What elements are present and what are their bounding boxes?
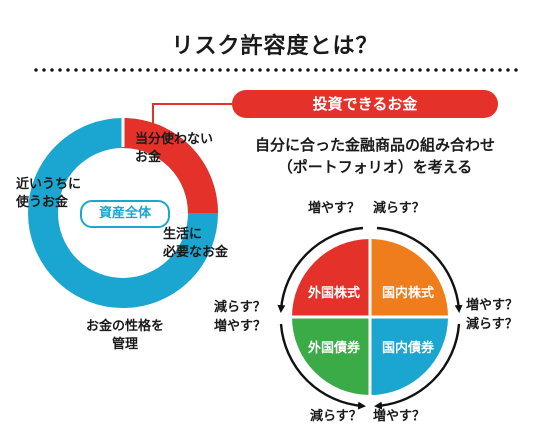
portfolio-lead-text: 自分に合った金融商品の組み合わせ （ポートフォリオ）を考える [254, 136, 495, 176]
label-long-term-money: 当分使わない お金 [135, 132, 214, 165]
donut-caption: お金の性格を 管理 [85, 319, 164, 352]
arrow-label-bottom-left: 減らす？ [310, 409, 362, 424]
donut-segment-red [122, 118, 218, 214]
quadrant-label-foreign-bonds: 外国債券 [307, 341, 360, 356]
arrow-label-top-right: 減らす？ [373, 201, 425, 216]
quadrant-label-domestic-bonds: 国内債券 [381, 341, 434, 356]
donut-center-label: 資産全体 [80, 200, 170, 228]
arrow-label-left-top: 減らす？ [214, 300, 266, 315]
rebalance-arrows [277, 226, 463, 410]
quadrant-domestic-bonds [370, 317, 448, 395]
arrow-label-top-left: 増やす？ [308, 201, 361, 216]
arrow-label-left-bottom: 増やす？ [214, 319, 267, 334]
quadrant-label-foreign-stocks: 外国株式 [307, 286, 360, 301]
dotted-divider [32, 68, 522, 72]
quadrant-foreign-bonds [292, 317, 370, 395]
quadrant-label-domestic-stocks: 国内株式 [381, 286, 434, 301]
investable-money-badge: 投資できるお金 [232, 90, 498, 118]
badge-connector-line [152, 103, 232, 138]
quadrant-foreign-stocks [292, 239, 370, 317]
quadrant-domestic-stocks [370, 239, 448, 317]
portfolio-circle [292, 239, 448, 395]
arrow-label-right-bottom: 減らす？ [466, 317, 518, 332]
page-title: リスク許容度とは？ [171, 34, 379, 59]
label-living-money: 生活に 必要なお金 [163, 227, 229, 260]
label-near-term-money: 近いうちに 使うお金 [16, 177, 82, 210]
arrow-label-bottom-right: 増やす？ [373, 409, 426, 424]
arrow-label-right-top: 増やす？ [466, 298, 519, 313]
asset-donut-chart [28, 100, 218, 308]
